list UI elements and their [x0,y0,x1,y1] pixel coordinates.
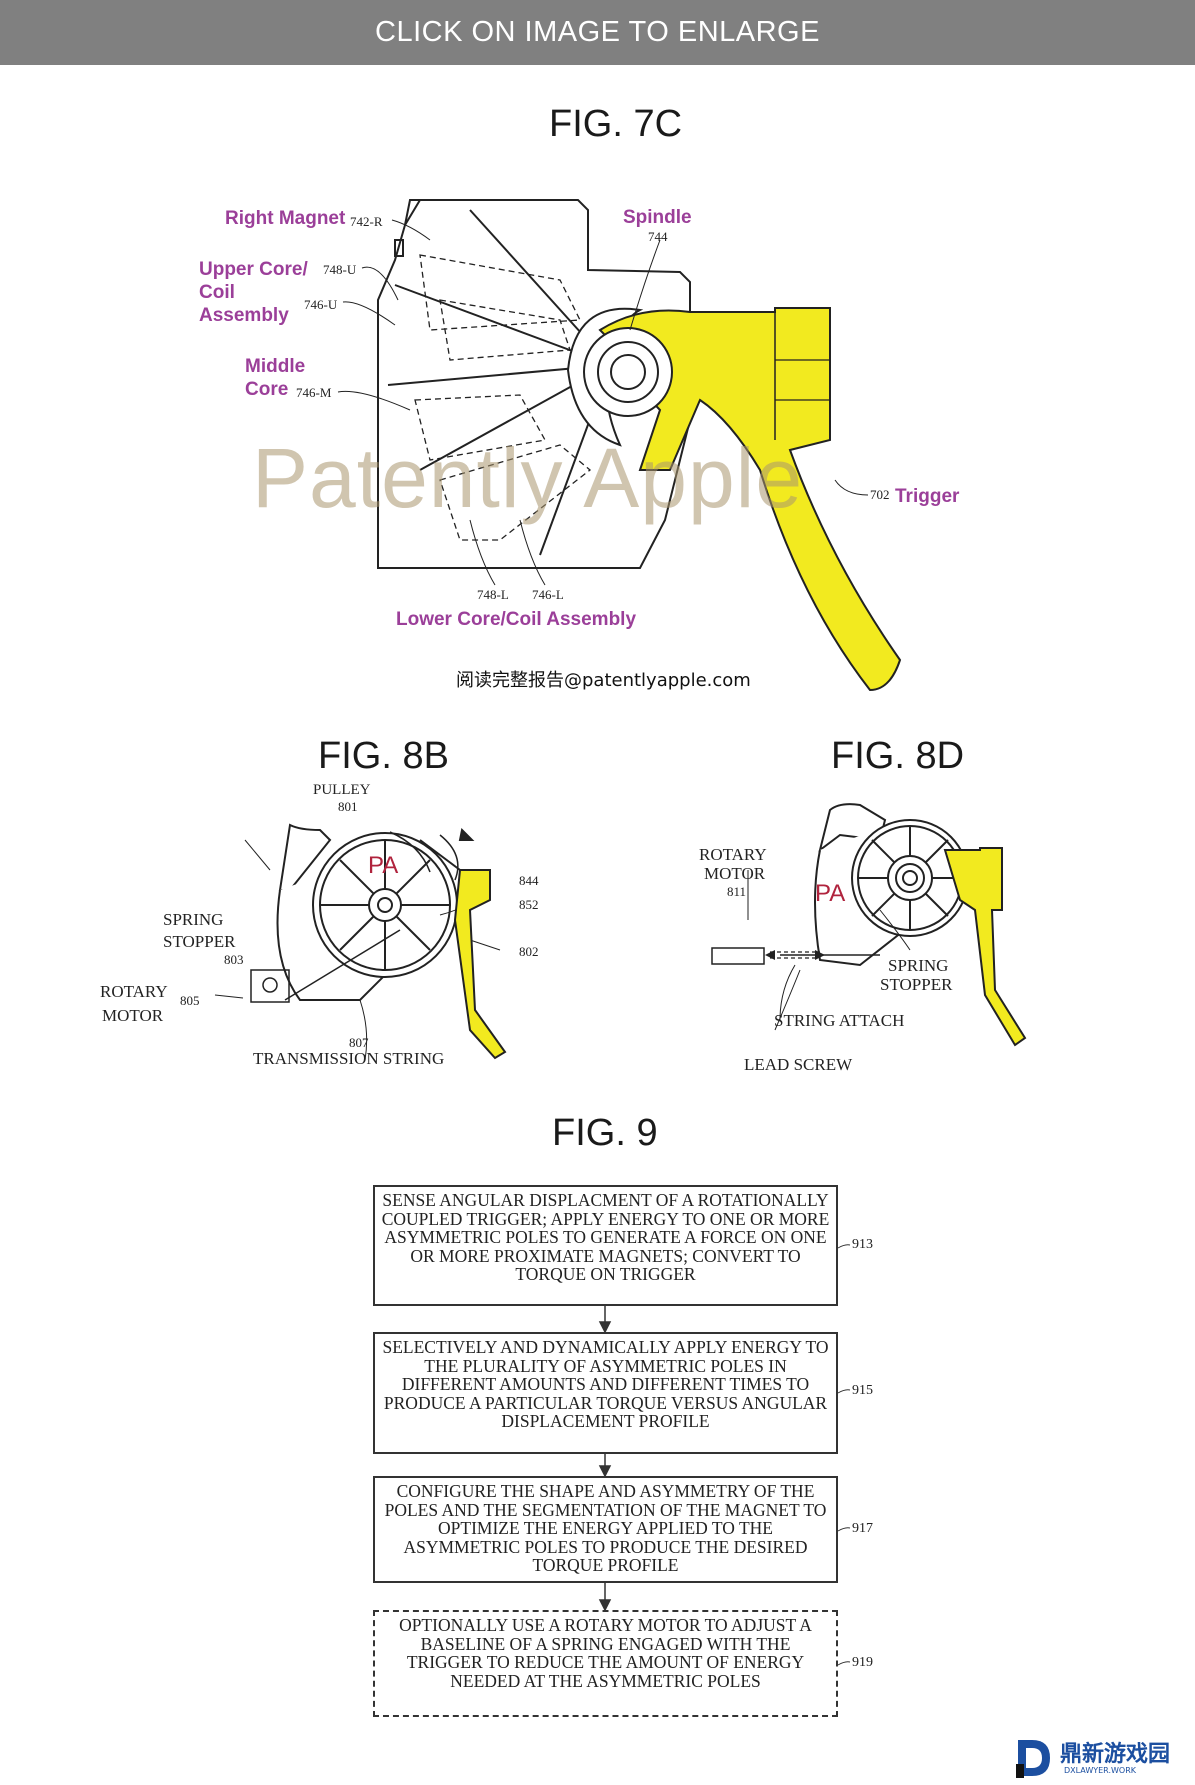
fig-8d-motor: MOTOR [704,864,766,883]
site-logo[interactable]: 鼎新游戏园 DXLAWYER.WORK [996,1730,1195,1785]
ref-746-u: 746-U [304,297,338,312]
ref-805: 805 [180,993,200,1008]
enlarge-banner[interactable]: CLICK ON IMAGE TO ENLARGE [0,0,1195,65]
lead-screw-label: LEAD SCREW [744,1055,853,1074]
flow-step-915-text: SELECTIVELY AND DYNAMICALLY APPLY ENERGY… [382,1337,829,1431]
ref-844: 844 [519,873,539,888]
fig-8b-drawing [214,823,507,1061]
report-email: 阅读完整报告@patentlyapple.com [456,670,751,691]
enlarge-banner-label: CLICK ON IMAGE TO ENLARGE [375,16,820,48]
fig-9-title: FIG. 9 [552,1112,658,1154]
callout-middle: Middle [245,356,306,377]
flow-step-917: CONFIGURE THE SHAPE AND ASYMMETRY OF THE… [373,1476,838,1583]
logo-mark-icon [1016,1740,1050,1778]
ref-748-u: 748-U [323,262,357,277]
pulley-label: PULLEY [313,782,371,798]
callout-core: Core [245,379,289,400]
ref-744: 744 [648,229,668,244]
ref-748-l: 748-L [477,587,509,602]
ref-801: 801 [338,799,358,814]
fig-8d-stopper: STOPPER [880,975,953,994]
ref-807: 807 [349,1035,369,1050]
flow-step-919: OPTIONALLY USE A ROTARY MOTOR TO ADJUST … [373,1610,838,1717]
flow-step-913-text: SENSE ANGULAR DISPLACMENT OF A ROTATIONA… [381,1190,830,1284]
fig-8d-title: FIG. 8D [831,735,965,777]
ref-852: 852 [519,897,539,912]
fig-8d-rotary: ROTARY [699,845,767,864]
ref-915: 915 [852,1383,873,1398]
fig-8d-spring: SPRING [888,956,949,975]
ref-913: 913 [852,1237,873,1252]
ref-742-r: 742-R [350,214,383,229]
callout-upper-core: Upper Core/ [199,259,308,280]
ref-702: 702 [870,487,890,502]
flow-step-913: SENSE ANGULAR DISPLACMENT OF A ROTATIONA… [373,1185,838,1306]
fig-8b-rotary: ROTARY [100,982,168,1001]
ref-746-l: 746-L [532,587,564,602]
logo-subtext: DXLAWYER.WORK [1064,1766,1136,1775]
transmission-string-label: TRANSMISSION STRING [253,1049,445,1068]
fig-8d-drawing [711,803,1027,1047]
watermark: Patently Apple [252,431,804,525]
string-attach-label: STRING ATTACH [774,1011,905,1030]
callout-trigger: Trigger [895,486,960,507]
flow-step-915: SELECTIVELY AND DYNAMICALLY APPLY ENERGY… [373,1332,838,1454]
flow-step-917-text: CONFIGURE THE SHAPE AND ASYMMETRY OF THE… [384,1481,827,1575]
logo-text: 鼎新游戏园 [1060,1742,1171,1767]
callout-coil: Coil [199,282,235,303]
ref-746-m: 746-M [296,385,332,400]
ref-803: 803 [224,952,244,967]
fig-8d-pa: PA [815,880,846,907]
callout-assembly: Assembly [199,305,289,326]
ref-919: 919 [852,1655,873,1670]
fig-8b-spring: SPRING [163,910,224,929]
fig-8b-pa: PA [368,852,399,879]
fig-8b-motor: MOTOR [102,1006,164,1025]
ref-917: 917 [852,1521,873,1536]
fig-8b-stopper: STOPPER [163,932,236,951]
callout-spindle: Spindle [623,207,692,228]
fig-7c-drawing [337,199,902,692]
fig-8b-title: FIG. 8B [318,735,449,777]
ref-811: 811 [727,884,747,899]
callout-right-magnet: Right Magnet [225,208,346,229]
fig-7c-title: FIG. 7C [549,103,683,145]
callout-lower-core: Lower Core/Coil Assembly [396,609,637,630]
flow-step-919-text: OPTIONALLY USE A ROTARY MOTOR TO ADJUST … [399,1615,812,1691]
ref-802: 802 [519,944,539,959]
